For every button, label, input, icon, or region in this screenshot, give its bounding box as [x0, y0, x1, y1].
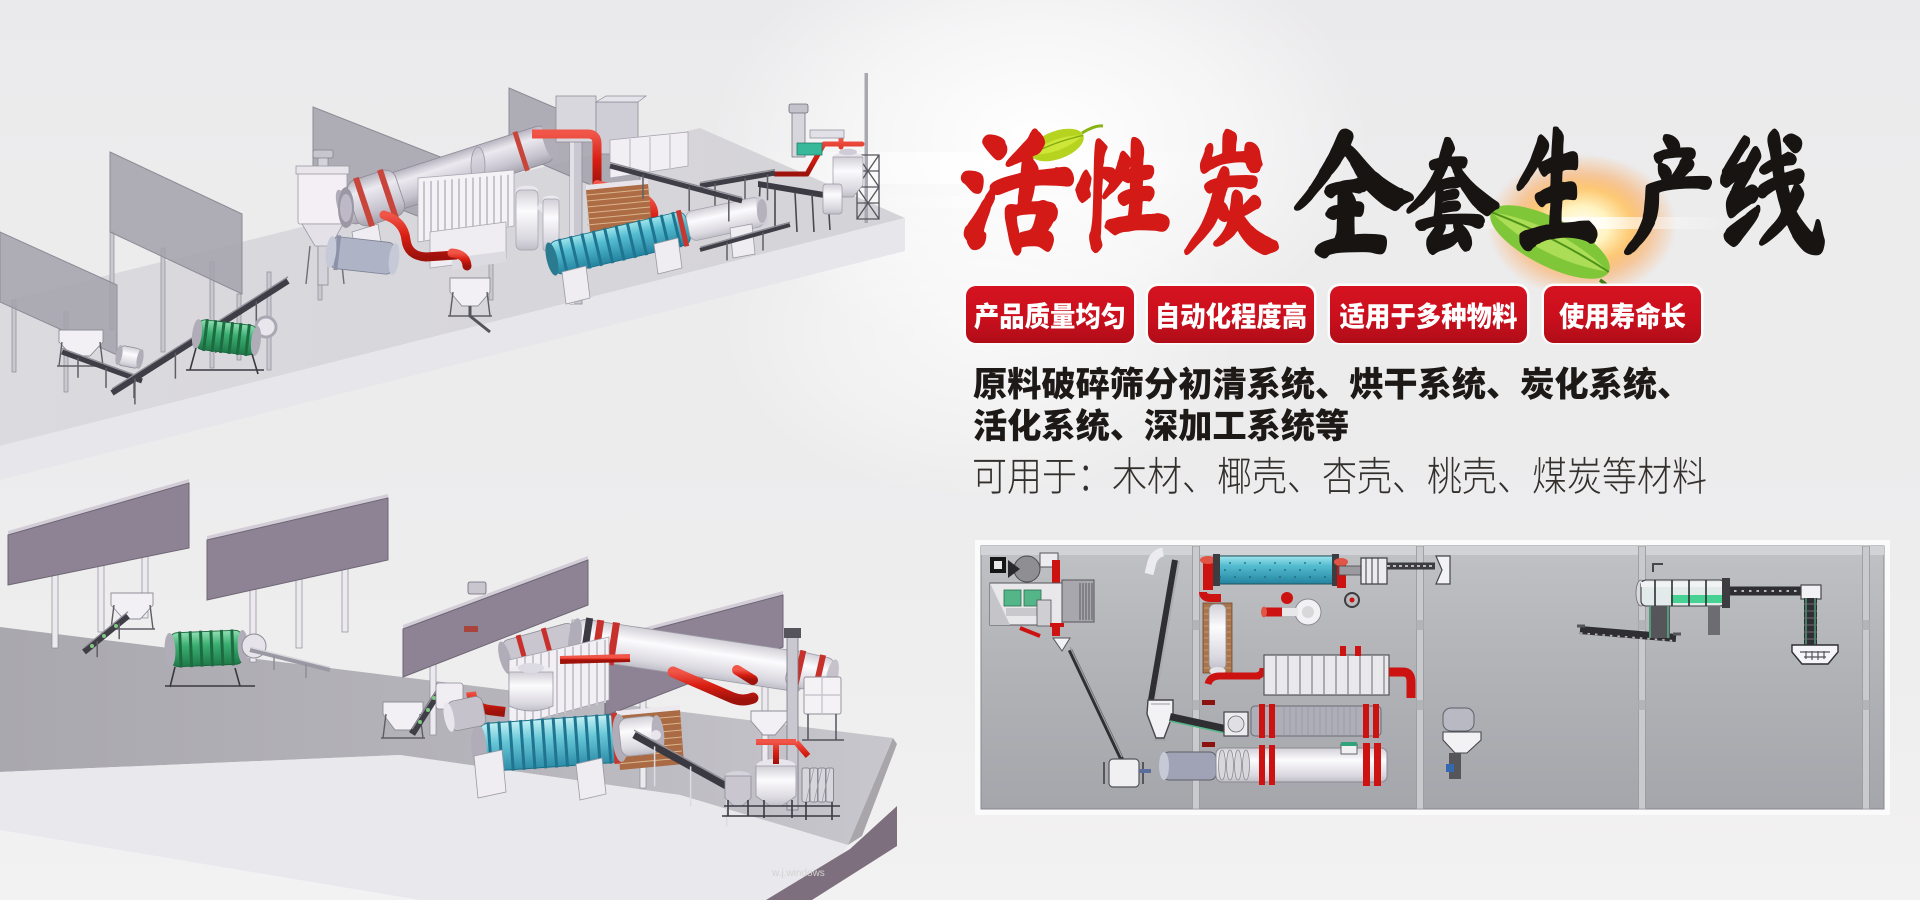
svg-text:w.j.windows: w.j.windows: [771, 868, 825, 879]
